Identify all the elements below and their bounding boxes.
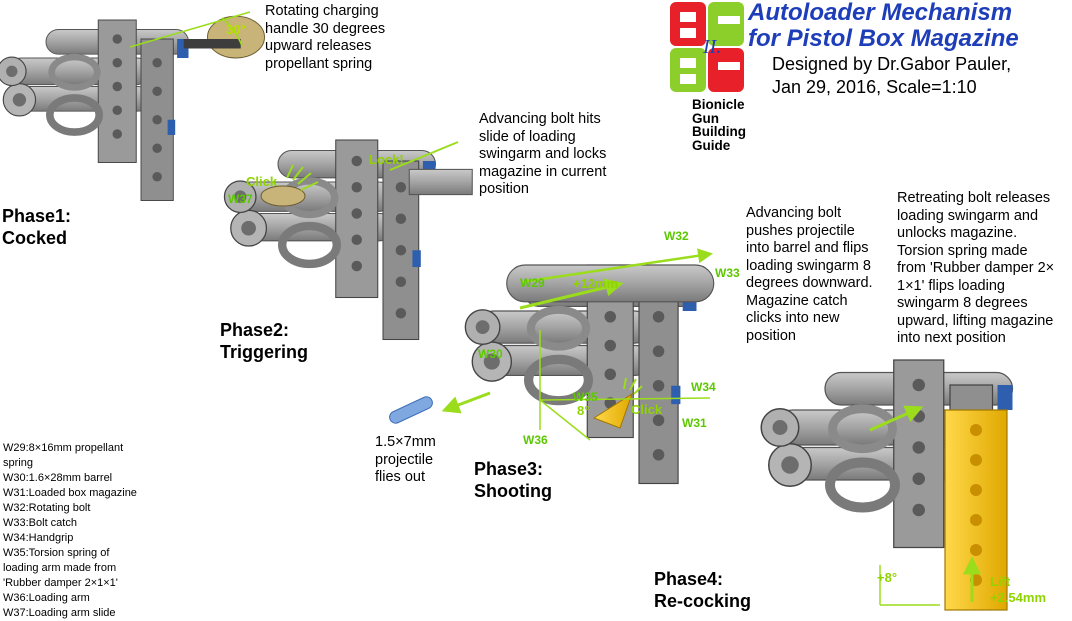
phase3-title-line: Shooting xyxy=(474,481,552,501)
phase3-travel-label: +12mm xyxy=(573,276,619,291)
phase4-lift-line: Lift xyxy=(990,574,1011,589)
phase2-lock-label: Lock! xyxy=(369,152,404,167)
projectile-caption-line: projectile xyxy=(375,451,434,468)
legend-line: W35:Torsion spring of xyxy=(3,547,110,559)
phase2-desc-line: swingarm and locks xyxy=(479,146,607,162)
projectile-caption-line: 1.5×7mm xyxy=(375,434,436,450)
phase3-title-line: Phase3: xyxy=(474,459,544,479)
phase1-desc-line: handle 30 degrees xyxy=(265,20,386,37)
legend-line: W37:Loading arm slide xyxy=(3,607,116,619)
part-w30-label: W30 xyxy=(478,347,503,361)
bgbg-logo-graphic xyxy=(670,2,744,92)
legend-line: loading arm made from xyxy=(3,562,117,574)
phase1-desc-line: upward releases xyxy=(265,38,372,54)
legend-line: W32:Rotating bolt xyxy=(3,502,91,514)
part-w34-label: W34 xyxy=(691,380,716,394)
phase1-angle-label: 30° xyxy=(226,22,246,37)
legend-line: W30:1.6×28mm barrel xyxy=(3,472,113,484)
phase4-angle-label: +8° xyxy=(877,570,898,585)
legend-line: W29:8×16mm propellant xyxy=(3,442,124,454)
phase4-title: Phase4: Re-cocking xyxy=(654,568,751,612)
part-w37-label: W37 xyxy=(228,192,253,206)
phase3-description: Advancing bolt pushes projectile into ba… xyxy=(746,205,873,345)
phase3-desc-line: pushes projectile xyxy=(746,222,855,239)
credit-block: Designed by Dr.Gabor Pauler, Jan 29, 201… xyxy=(772,53,1011,99)
phase4-lift-label: Lift +2.54mm xyxy=(990,574,1046,606)
phase3-desc-line: degrees downward. xyxy=(746,275,873,291)
phase3-angle-label: 8° xyxy=(577,403,590,418)
phase4-lift-line: +2.54mm xyxy=(990,590,1047,605)
logo-text: Bionicle Gun Building Guide xyxy=(692,98,746,152)
phase4-desc-line: from 'Rubber damper 2× xyxy=(897,260,1055,276)
phase1-description: Rotating charging handle 30 degrees upwa… xyxy=(265,3,385,73)
part-w35-label: W35 xyxy=(573,390,598,404)
phase4-desc-line: loading swingarm and xyxy=(897,207,1039,224)
phase2-desc-line: magazine in current xyxy=(479,163,607,180)
phase2-desc-line: slide of loading xyxy=(479,128,576,145)
phase2-click-label: Click xyxy=(246,174,278,189)
projectile-caption: 1.5×7mm projectile flies out xyxy=(375,434,436,487)
projectile-caption-line: flies out xyxy=(375,469,425,485)
phase4-desc-line: into next position xyxy=(897,330,1006,346)
legend-line: W33:Bolt catch xyxy=(3,517,77,529)
phase1-desc-line: Rotating charging xyxy=(265,3,379,19)
part-w32-label: W32 xyxy=(664,229,689,243)
phase4-desc-line: unlocks magazine. xyxy=(897,225,1018,241)
phase3-desc-line: position xyxy=(746,327,796,344)
phase1-title-line: Cocked xyxy=(2,228,68,248)
phase2-description: Advancing bolt hits slide of loading swi… xyxy=(479,111,606,199)
legend-line: W34:Handgrip xyxy=(3,532,74,544)
title-line-1: Autoloader Mechanism xyxy=(748,0,1013,26)
logo-roman-numeral: II. xyxy=(703,36,722,58)
phase4-title-line: Re-cocking xyxy=(654,591,752,611)
phase4-desc-line: swingarm 8 degrees xyxy=(897,295,1028,311)
legend-line: W31:Loaded box magazine xyxy=(3,487,137,499)
phase3-desc-line: into barrel and flips xyxy=(746,240,869,256)
phase4-desc-line: upward, lifting magazine xyxy=(897,312,1054,329)
phase2-title-line: Triggering xyxy=(220,342,309,362)
phase1-title: Phase1: Cocked xyxy=(2,205,71,249)
phase4-description: Retreating bolt releases loading swingar… xyxy=(897,190,1054,348)
logo-line-3: Building xyxy=(692,124,746,139)
part-w29-label: W29 xyxy=(520,276,545,290)
credit-line-2: Jan 29, 2016, Scale=1:10 xyxy=(772,77,977,97)
title-line-2: for Pistol Box Magazine xyxy=(748,25,1019,52)
phase1-desc-line: propellant spring xyxy=(265,55,373,72)
phase3-desc-line: loading swingarm 8 xyxy=(746,257,871,274)
phase3-title: Phase3: Shooting xyxy=(474,458,552,502)
part-w36-label: W36 xyxy=(523,433,548,447)
phase3-click-label: Click xyxy=(631,402,663,417)
part-w33-label: W33 xyxy=(715,266,740,280)
part-w31-label: W31 xyxy=(682,416,707,430)
phase3-desc-line: Advancing bolt xyxy=(746,205,842,221)
legend-line: 'Rubber damper 2×1×1' xyxy=(3,577,118,589)
phase2-title-line: Phase2: xyxy=(220,320,290,340)
phase4-title-line: Phase4: xyxy=(654,569,724,589)
logo-line-1: Bionicle xyxy=(692,97,745,112)
parts-legend: W29:8×16mm propellant spring W30:1.6×28m… xyxy=(3,441,137,621)
phase2-title: Phase2: Triggering xyxy=(220,319,308,363)
phase3-desc-line: Magazine catch xyxy=(746,292,848,309)
legend-line: W36:Loading arm xyxy=(3,592,90,604)
logo-line-4: Guide xyxy=(692,137,731,153)
phase2-desc-line: position xyxy=(479,181,529,197)
phase3-desc-line: clicks into new xyxy=(746,310,840,326)
logo-line-2: Gun xyxy=(692,110,719,126)
credit-line-1: Designed by Dr.Gabor Pauler, xyxy=(772,54,1012,74)
phase4-desc-line: 1×1' flips loading xyxy=(897,277,1005,294)
phase4-desc-line: Torsion spring made xyxy=(897,242,1028,259)
phase1-title-line: Phase1: xyxy=(2,206,72,226)
phase4-desc-line: Retreating bolt releases xyxy=(897,190,1051,206)
legend-line: spring xyxy=(3,457,33,469)
phase2-desc-line: Advancing bolt hits xyxy=(479,111,601,127)
diagram-title: Autoloader Mechanism for Pistol Box Maga… xyxy=(748,0,1019,52)
